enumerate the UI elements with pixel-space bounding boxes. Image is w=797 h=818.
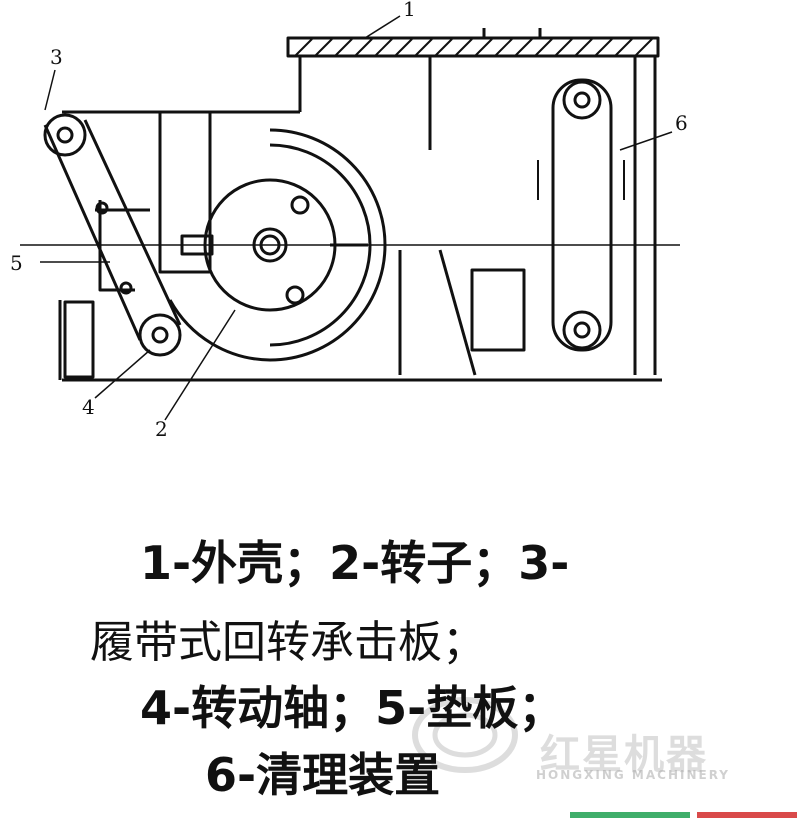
- cleaner-top-hub: [573, 91, 591, 109]
- pad-pin: [95, 201, 109, 215]
- callout-3: 3: [50, 45, 63, 69]
- left-pad-block: [63, 300, 95, 379]
- footer-bar-green: [570, 812, 690, 818]
- watermark-logo: [412, 697, 518, 773]
- hammer-pin: [285, 285, 305, 305]
- rotating-shaft-hub: [151, 326, 169, 344]
- caption-line-4: 6-清理装置: [205, 748, 441, 802]
- pad-plate: [95, 200, 150, 292]
- hammer-pin: [290, 195, 310, 215]
- leader-3: [44, 69, 56, 111]
- watermark-brand-en: HONGXING MACHINERY: [536, 768, 730, 782]
- impact-plate-arc: [168, 128, 387, 362]
- cleaner-top-wheel: [562, 80, 602, 120]
- leader-6: [619, 131, 673, 151]
- callout-6: 6: [675, 111, 688, 135]
- crawler-belt: [43, 119, 182, 341]
- callout-2: 2: [155, 417, 168, 441]
- callout-5: 5: [10, 251, 23, 275]
- cleaner-belt: [551, 78, 613, 352]
- leader-2: [164, 309, 236, 421]
- crawler-drive-wheel: [43, 113, 87, 157]
- watermark-brand-cn: 红星机器: [540, 732, 708, 778]
- rotating-shaft-wheel: [138, 313, 182, 357]
- caption-line-3: 4-转动轴；5-垫板；: [140, 681, 565, 735]
- motor-box: [470, 268, 526, 352]
- discharge-wall: [438, 249, 477, 376]
- caption-line-1: 1-外壳；2-转子；3-: [140, 536, 570, 590]
- cleaner-bottom-hub: [573, 321, 591, 339]
- callout-1: 1: [403, 0, 416, 21]
- leader-4: [94, 349, 151, 399]
- leader-1: [364, 15, 401, 39]
- pad-pin: [119, 281, 133, 295]
- crawler-drive-hub: [56, 126, 74, 144]
- callout-4: 4: [82, 395, 95, 419]
- caption-line-2: 履带式回转承击板；: [90, 617, 486, 668]
- top-plate-hatch: [294, 38, 653, 57]
- cleaner-bottom-wheel: [562, 310, 602, 350]
- feed-chute: [158, 110, 212, 274]
- footer-bar-red: [697, 812, 797, 818]
